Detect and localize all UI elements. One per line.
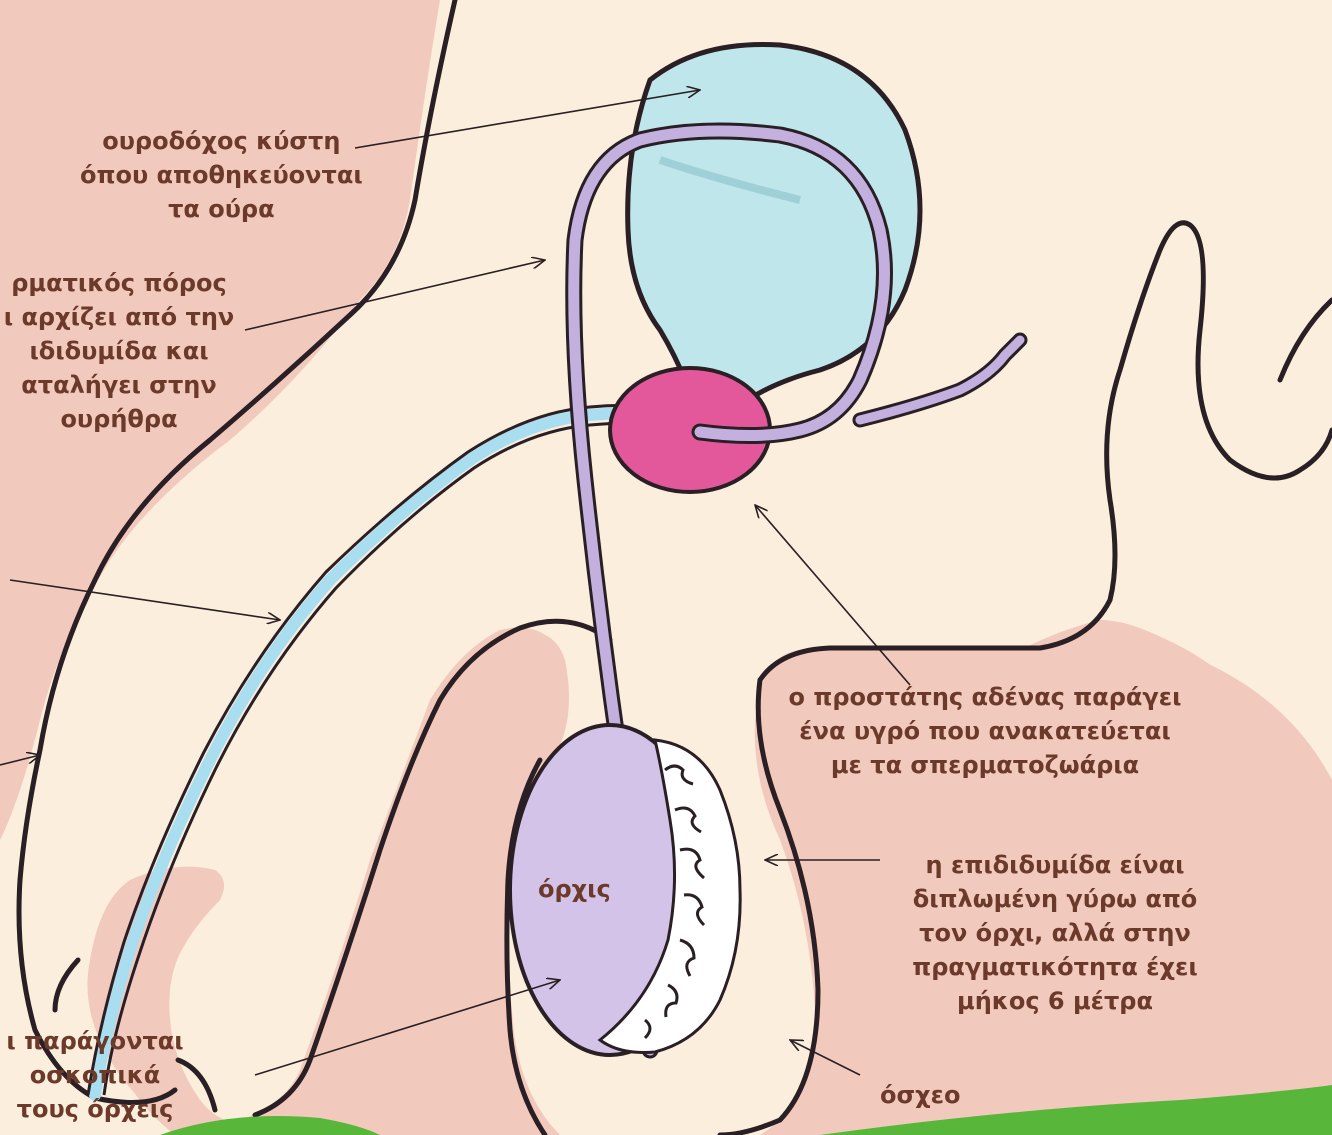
label-epididymis: η επιδιδυμίδα είναι διπλωμένη γύρω από τ… [890,848,1220,1018]
label-prostate: ο προστάτης αδένας παράγει ένα υγρό που … [770,680,1200,782]
label-bladder: ουροδόχος κύστη όπου αποθηκεύονται τα ού… [80,124,363,226]
label-scrotum: όσχεο [880,1078,961,1112]
label-vas-deferens: ρματικός πόρος ι αρχίζει από την ιδιδυμί… [0,266,244,436]
label-testis: όρχις [538,872,611,906]
label-sperm: ι παράγονται οσκοπικά τους όρχεις [0,1024,200,1126]
